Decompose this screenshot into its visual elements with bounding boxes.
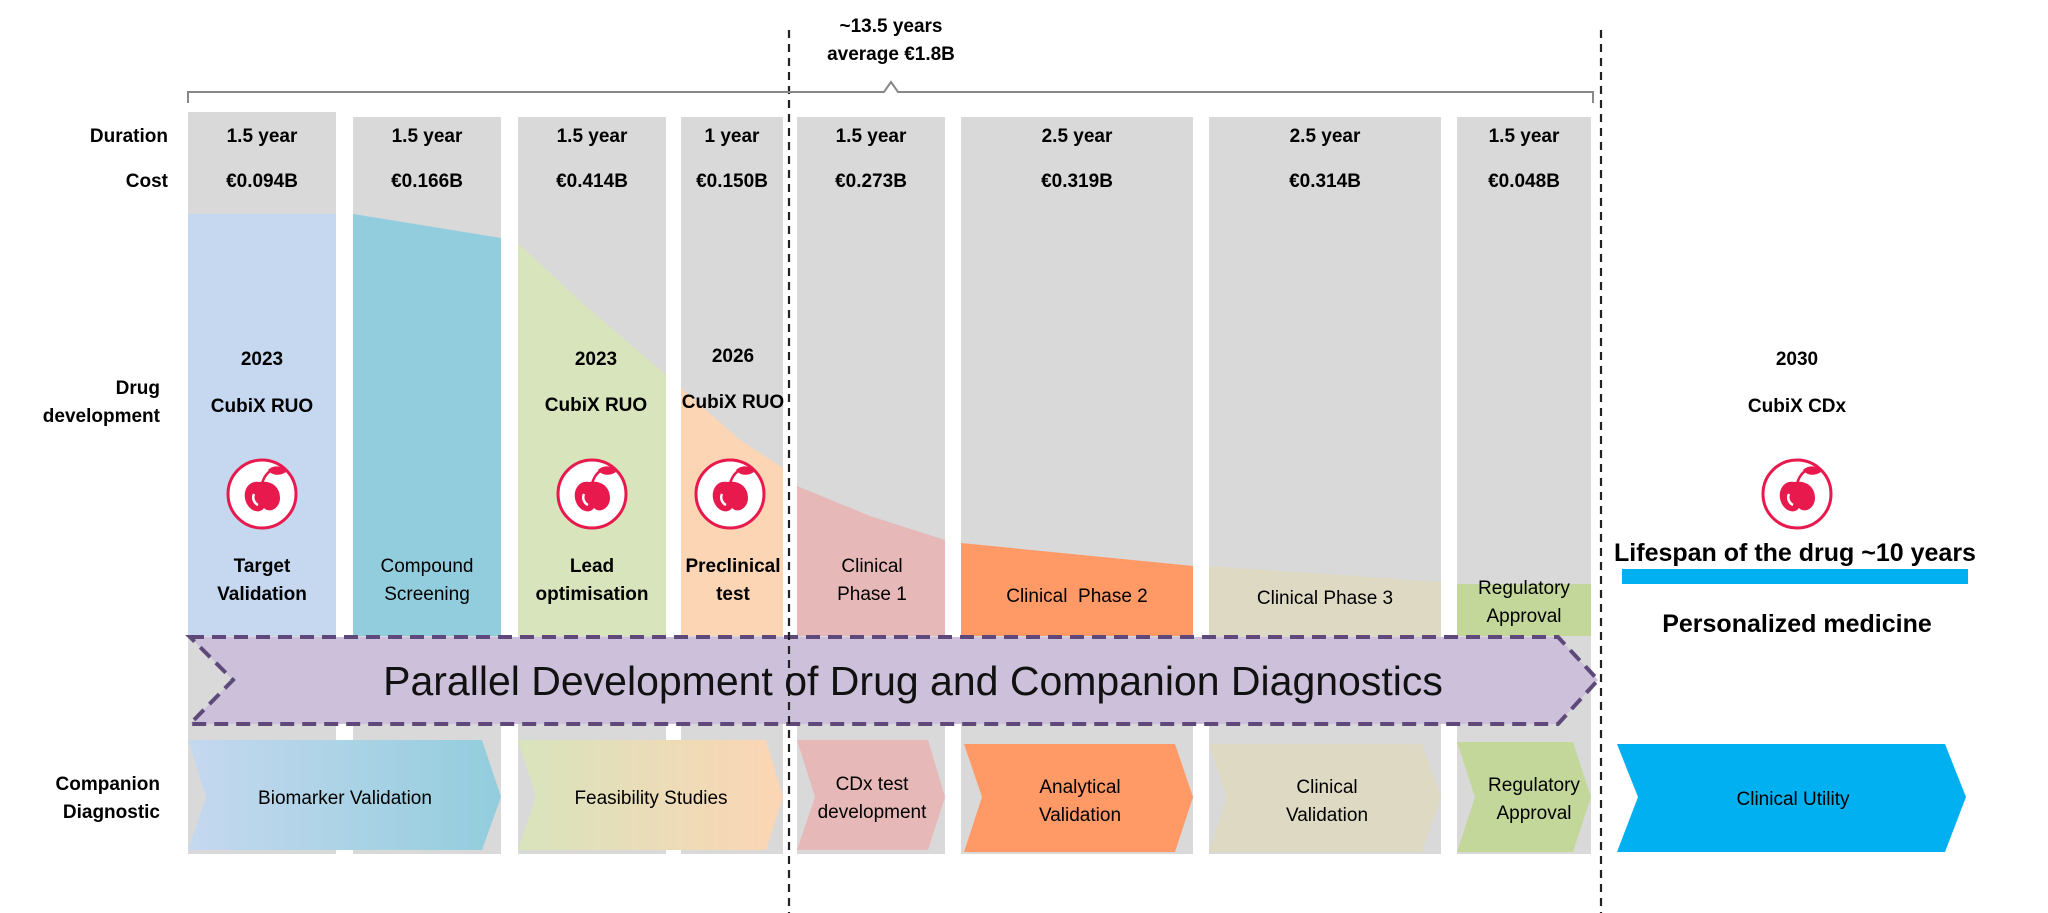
- stage-name-preclinical-2: test: [716, 584, 750, 605]
- parallel-development-banner: [185, 635, 1601, 726]
- column-clinical-phase-3: [1209, 117, 1441, 854]
- duration-clinical-phase-2: 2.5 year: [1042, 126, 1113, 147]
- cdx-label-clinical-utility: Clinical Utility: [1737, 789, 1850, 810]
- area-lead-optimisation: [518, 243, 666, 636]
- cdx-label-cdx-test-2: development: [818, 802, 928, 823]
- banner-text: Parallel Development of Drug and Compani…: [383, 658, 1443, 704]
- stage-name-lead-optimisation-2: optimisation: [536, 584, 649, 605]
- row-label-drug-development-2: development: [43, 406, 161, 427]
- row-label-duration: Duration: [90, 126, 168, 147]
- stage-name-clinical-phase-2: Clinical Phase 2: [1006, 586, 1148, 607]
- column-clinical-phase-1: [797, 117, 945, 854]
- area-target-validation: [188, 214, 336, 636]
- cost-clinical-phase-3: €0.314B: [1289, 171, 1361, 192]
- stage-name-clinical-phase-3: Clinical Phase 3: [1257, 588, 1393, 609]
- milestone-year-lead-optimisation: 2023: [575, 349, 617, 370]
- cost-compound-screening: €0.166B: [391, 171, 463, 192]
- total-bracket: [187, 80, 1594, 103]
- cherry-icon: [1761, 458, 1833, 530]
- duration-clinical-phase-1: 1.5 year: [836, 126, 907, 147]
- stage-name-regulatory-approval-2: Approval: [1487, 606, 1562, 627]
- stage-name-compound-screening-2: Screening: [384, 584, 470, 605]
- stage-name-target-validation-2: Validation: [217, 584, 307, 605]
- cdx-label-analytical-validation-2: Validation: [1039, 805, 1121, 826]
- cherry-icon: [226, 458, 298, 530]
- milestone-product-preclinical: CubiX RUO: [682, 392, 784, 413]
- row-label-companion-diagnostic-1: Companion: [56, 774, 161, 795]
- duration-regulatory-approval: 1.5 year: [1489, 126, 1560, 147]
- stage-name-preclinical-1: Preclinical: [685, 556, 780, 577]
- total-cost: average €1.8B: [827, 44, 955, 65]
- milestone-year-target-validation: 2023: [241, 349, 283, 370]
- cdx-label-regulatory-approval-2: Approval: [1497, 803, 1572, 824]
- stage-name-clinical-phase-1-1: Clinical: [841, 556, 902, 577]
- area-clinical-phase-2: [961, 543, 1193, 636]
- milestone-year-cdx: 2030: [1776, 349, 1818, 370]
- cdx-step-regulatory-approval: [1457, 742, 1591, 852]
- milestone-year-preclinical: 2026: [712, 346, 754, 367]
- cdx-step-analytical-validation: [964, 744, 1193, 852]
- cost-clinical-phase-1: €0.273B: [835, 171, 907, 192]
- cdx-label-clinical-validation-2: Validation: [1286, 805, 1368, 826]
- cost-clinical-phase-2: €0.319B: [1041, 171, 1113, 192]
- cdx-step-clinical-validation: [1209, 744, 1441, 852]
- area-regulatory-approval: [1457, 584, 1591, 636]
- cherry-icon: [694, 458, 766, 530]
- total-duration: ~13.5 years: [839, 16, 942, 37]
- row-label-companion-diagnostic-2: Diagnostic: [63, 802, 161, 823]
- lifespan-label: Lifespan of the drug ~10 years: [1614, 539, 1976, 567]
- area-clinical-phase-1: [797, 486, 945, 636]
- column-regulatory-approval: [1457, 117, 1591, 854]
- milestone-product-lead-optimisation: CubiX RUO: [545, 395, 647, 416]
- milestone-product-target-validation: CubiX RUO: [211, 396, 313, 417]
- duration-preclinical-test: 1 year: [705, 126, 761, 147]
- cdx-step-clinical-utility: [1617, 744, 1966, 852]
- cost-regulatory-approval: €0.048B: [1488, 171, 1560, 192]
- area-clinical-phase-3: [1209, 566, 1441, 636]
- stage-name-target-validation-1: Target: [234, 556, 291, 577]
- cherry-icon: [556, 458, 628, 530]
- personalized-medicine-label: Personalized medicine: [1662, 610, 1932, 638]
- cdx-step-feasibility-studies: [518, 740, 783, 850]
- stage-name-lead-optimisation-1: Lead: [570, 556, 614, 577]
- cost-target-validation: €0.094B: [226, 171, 298, 192]
- milestone-product-cdx: CubiX CDx: [1748, 396, 1847, 417]
- cdx-label-clinical-validation-1: Clinical: [1296, 777, 1357, 798]
- area-compound-screening: [353, 214, 501, 636]
- stage-name-clinical-phase-1-2: Phase 1: [837, 584, 907, 605]
- cdx-label-biomarker-validation: Biomarker Validation: [258, 788, 432, 809]
- duration-target-validation: 1.5 year: [227, 126, 298, 147]
- cdx-step-cdx-test-development: [797, 740, 945, 850]
- column-clinical-phase-2: [961, 117, 1193, 854]
- row-label-cost: Cost: [126, 171, 169, 192]
- lifespan-bar: [1622, 569, 1968, 584]
- row-label-drug-development-1: Drug: [116, 378, 160, 399]
- cdx-label-analytical-validation-1: Analytical: [1039, 777, 1120, 798]
- duration-lead-optimisation: 1.5 year: [557, 126, 628, 147]
- duration-compound-screening: 1.5 year: [392, 126, 463, 147]
- cdx-label-feasibility-studies: Feasibility Studies: [574, 788, 727, 809]
- stage-name-regulatory-approval-1: Regulatory: [1478, 578, 1570, 599]
- cdx-label-cdx-test-1: CDx test: [836, 774, 910, 795]
- cdx-step-biomarker-validation: [188, 740, 501, 850]
- stage-name-compound-screening-1: Compound: [381, 556, 474, 577]
- duration-clinical-phase-3: 2.5 year: [1290, 126, 1361, 147]
- cdx-steps: [188, 740, 1966, 852]
- cost-lead-optimisation: €0.414B: [556, 171, 628, 192]
- cost-preclinical-test: €0.150B: [696, 171, 768, 192]
- cdx-label-regulatory-approval-1: Regulatory: [1488, 775, 1580, 796]
